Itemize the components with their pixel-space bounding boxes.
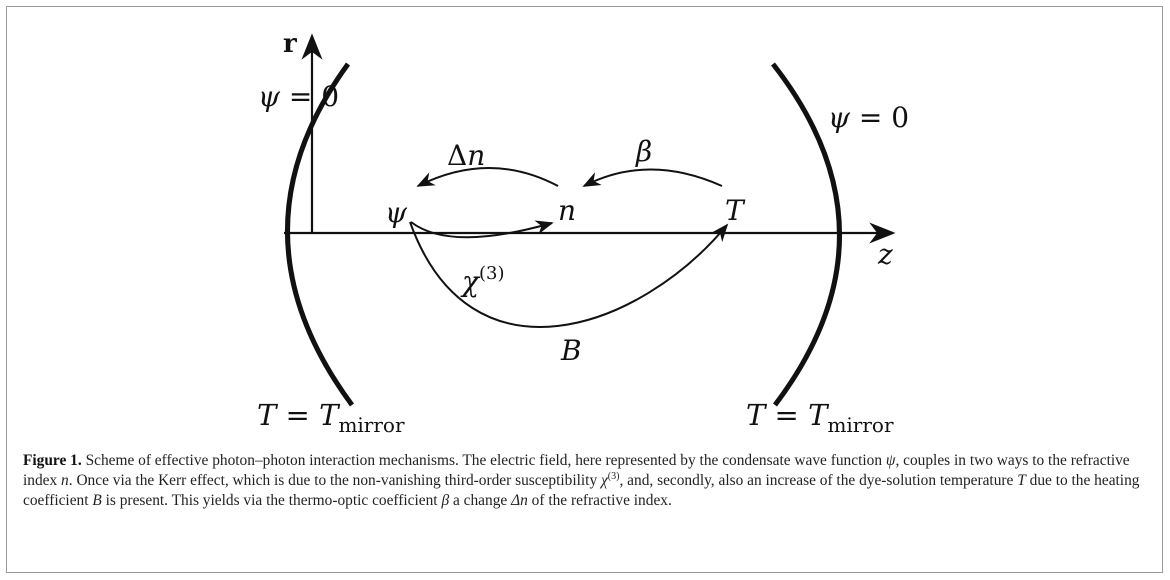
label-beta: β xyxy=(635,135,652,168)
z-axis-label: z xyxy=(877,238,893,271)
arrow-chi xyxy=(410,220,554,239)
scheme-diagram: r z ψ = 0 ψ = 0 ψ n T Δn β χ(3) B T = Tm… xyxy=(257,29,909,437)
arrow-beta xyxy=(582,168,723,187)
figure-frame xyxy=(6,6,1163,573)
node-T: T xyxy=(725,194,746,227)
node-psi: ψ xyxy=(385,196,408,229)
left-mirror xyxy=(285,62,355,407)
left-boundary-condition: ψ = 0 xyxy=(258,80,339,113)
r-axis-label: r xyxy=(283,29,297,59)
label-delta-n: Δn xyxy=(447,139,485,172)
figure-label: Figure 1. xyxy=(23,452,82,469)
node-n: n xyxy=(558,194,576,227)
label-B: B xyxy=(560,334,582,367)
left-temperature-condition: T = Tmirror xyxy=(257,398,405,437)
figure-caption: Figure 1. Scheme of effective photon–pho… xyxy=(23,452,1140,509)
right-temperature-condition: T = Tmirror xyxy=(746,398,894,437)
label-chi3: χ(3) xyxy=(460,263,504,298)
arrow-delta-n xyxy=(416,167,559,187)
right-boundary-condition: ψ = 0 xyxy=(828,101,909,134)
arrow-B xyxy=(409,221,729,328)
